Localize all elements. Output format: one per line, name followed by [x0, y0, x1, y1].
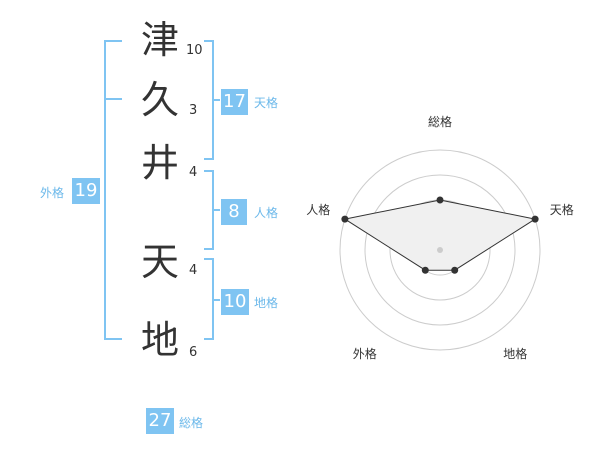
- radar-grid-ring: [339, 149, 541, 351]
- radar-point-4: [341, 215, 349, 223]
- radar-axis-label: 総格: [427, 115, 452, 129]
- tenkaku-bracket-tick: [212, 99, 220, 101]
- radar-axis-label: 地格: [503, 346, 528, 361]
- gaikaku-label: 外格: [40, 186, 65, 200]
- given-char-1-strokes: 4: [189, 263, 198, 278]
- jinkaku-bracket-tick: [212, 209, 220, 211]
- soukaku-badge: 27: [146, 408, 174, 434]
- surname-char-1: 津: [140, 18, 179, 62]
- radar-value-polygon: [343, 199, 537, 271]
- surname-char-3-strokes: 4: [189, 165, 198, 180]
- radar-point-3: [421, 266, 429, 274]
- given-char-1: 天: [140, 240, 179, 284]
- radar-point-2: [451, 266, 459, 274]
- jinkaku-label: 人格: [254, 206, 279, 220]
- gaikaku-bracket: [104, 40, 122, 340]
- given-char-2-strokes: 6: [189, 345, 198, 360]
- radar-grid-ring: [364, 174, 516, 326]
- chikaku-badge: 10: [221, 289, 249, 315]
- chikaku-label: 地格: [254, 296, 279, 310]
- surname-char-2: 久: [140, 78, 179, 122]
- radar-axis-label: 外格: [352, 346, 377, 361]
- radar-center-point: [437, 247, 443, 253]
- radar-point-0: [436, 196, 444, 204]
- tenkaku-label: 天格: [254, 96, 279, 110]
- gaikaku-badge: 19: [72, 178, 100, 204]
- gaikaku-bracket-mid: [104, 98, 122, 100]
- given-char-2: 地: [140, 318, 179, 362]
- jinkaku-badge: 8: [221, 199, 247, 225]
- surname-char-1-strokes: 10: [186, 43, 203, 58]
- tenkaku-badge: 17: [221, 89, 248, 115]
- chikaku-bracket-tick: [212, 299, 220, 301]
- radar-axis-label: 人格: [306, 203, 331, 218]
- radar-axis-label: 天格: [549, 203, 574, 218]
- surname-char-2-strokes: 3: [189, 103, 198, 118]
- surname-char-3: 井: [140, 141, 179, 185]
- soukaku-label: 総格: [179, 416, 204, 430]
- radar-point-1: [531, 215, 539, 223]
